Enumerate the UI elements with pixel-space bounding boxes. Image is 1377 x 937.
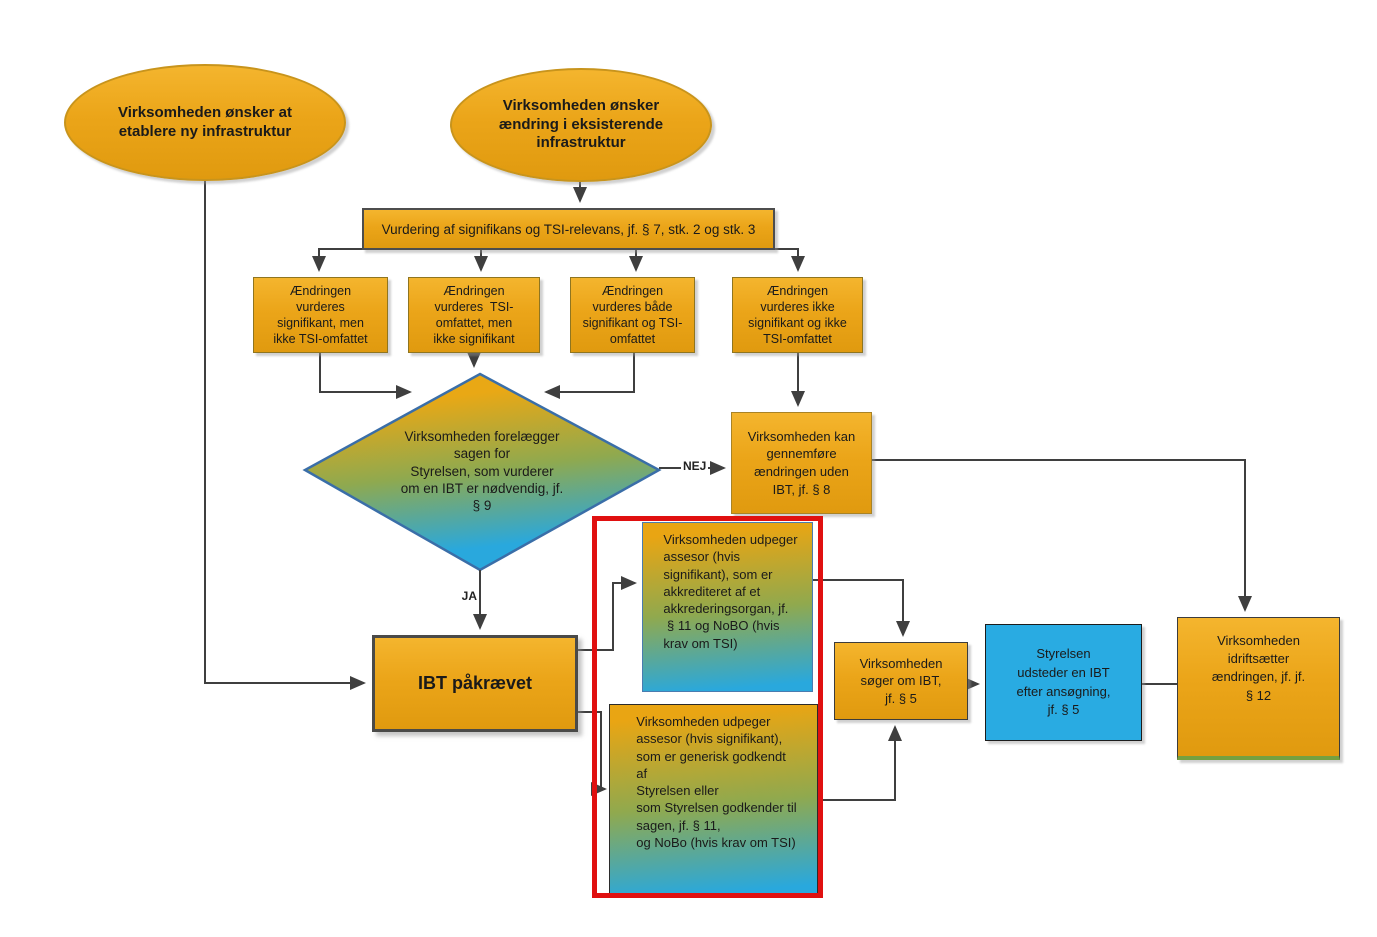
connector-newinfra-to-ibtrequired <box>204 181 366 690</box>
branch-label-nej: NEJ <box>681 459 709 473</box>
case-node-both-significant-and-tsi: Ændringen vurderes både signifikant og T… <box>570 277 695 353</box>
assessor-accredited-node: Virksomheden udpeger assesor (hvis signi… <box>642 522 813 692</box>
apply-for-ibt-node-label: Virksomheden søger om IBT, jf. § 5 <box>859 655 943 706</box>
ibt-required-node-label: IBT påkrævet <box>417 673 533 693</box>
case-node-both-significant-and-tsi-label: Ændringen vurderes både signifikant og T… <box>582 283 683 347</box>
case-node-significant-not-tsi-label: Ændringen vurderes signifikant, men ikke… <box>273 283 368 347</box>
start-node-new-infrastructure-label: Virksomheden ønsker at etablere ny infra… <box>118 103 292 140</box>
apply-for-ibt-node: Virksomheden søger om IBT, jf. § 5 <box>834 642 968 720</box>
connector-noibt-to-commission <box>872 459 1252 612</box>
decision-node-label: Virksomheden forelægger sagen for Styrel… <box>400 429 564 514</box>
case-node-tsi-not-significant: Ændringen vurderes TSI- omfattet, men ik… <box>408 277 540 353</box>
start-node-new-infrastructure: Virksomheden ønsker at etablere ny infra… <box>64 64 346 181</box>
issue-ibt-node: Styrelsen udsteder en IBT efter ansøgnin… <box>985 624 1142 741</box>
case-node-neither-significant-nor-tsi: Ændringen vurderes ikke signifikant og i… <box>732 277 863 353</box>
issue-ibt-node-label: Styrelsen udsteder en IBT efter ansøgnin… <box>1016 645 1111 718</box>
assessor-approved-node-label: Virksomheden udpeger assesor (hvis signi… <box>636 714 797 850</box>
connector-ibtrequired-to-assessor2 <box>578 711 607 796</box>
ibt-required-node: IBT påkrævet <box>372 635 578 732</box>
branch-label-ja: JA <box>451 589 479 603</box>
no-ibt-needed-node: Virksomheden kan gennemføre ændringen ud… <box>731 412 872 514</box>
connector-ibtrequired-to-assessor1 <box>578 576 637 651</box>
start-node-change-infrastructure: Virksomheden ønsker ændring i eksisteren… <box>450 68 712 182</box>
case-node-tsi-not-significant-label: Ændringen vurderes TSI- omfattet, men ik… <box>433 283 515 347</box>
connector-case1-to-decision <box>319 353 412 399</box>
connector-assessor1-to-apply <box>813 579 910 637</box>
no-ibt-needed-node-label: Virksomheden kan gennemføre ændringen ud… <box>747 428 856 497</box>
connector-assessor2-to-apply <box>818 725 902 801</box>
commission-change-node-label: Virksomheden idriftsætter ændringen, jf.… <box>1211 633 1306 703</box>
connector-assessment-to-case1 <box>312 248 366 272</box>
case-node-neither-significant-nor-tsi-label: Ændringen vurderes ikke signifikant og i… <box>748 283 847 347</box>
commission-change-node: Virksomheden idriftsætter ændringen, jf.… <box>1177 617 1340 760</box>
connector-assessment-to-case4 <box>770 248 805 272</box>
connector-case3-to-decision <box>544 353 635 399</box>
start-node-change-infrastructure-label: Virksomheden ønsker ændring i eksisteren… <box>498 96 664 152</box>
assessor-approved-node: Virksomheden udpeger assesor (hvis signi… <box>609 704 818 896</box>
assessor-accredited-node-label: Virksomheden udpeger assesor (hvis signi… <box>663 532 798 651</box>
decision-node-label-overlay: Virksomheden forelægger sagen for Styrel… <box>357 428 607 514</box>
assessment-node: Vurdering af signifikans og TSI-relevans… <box>362 208 775 250</box>
assessment-node-label: Vurdering af signifikans og TSI-relevans… <box>381 221 756 237</box>
case-node-significant-not-tsi: Ændringen vurderes signifikant, men ikke… <box>253 277 388 353</box>
